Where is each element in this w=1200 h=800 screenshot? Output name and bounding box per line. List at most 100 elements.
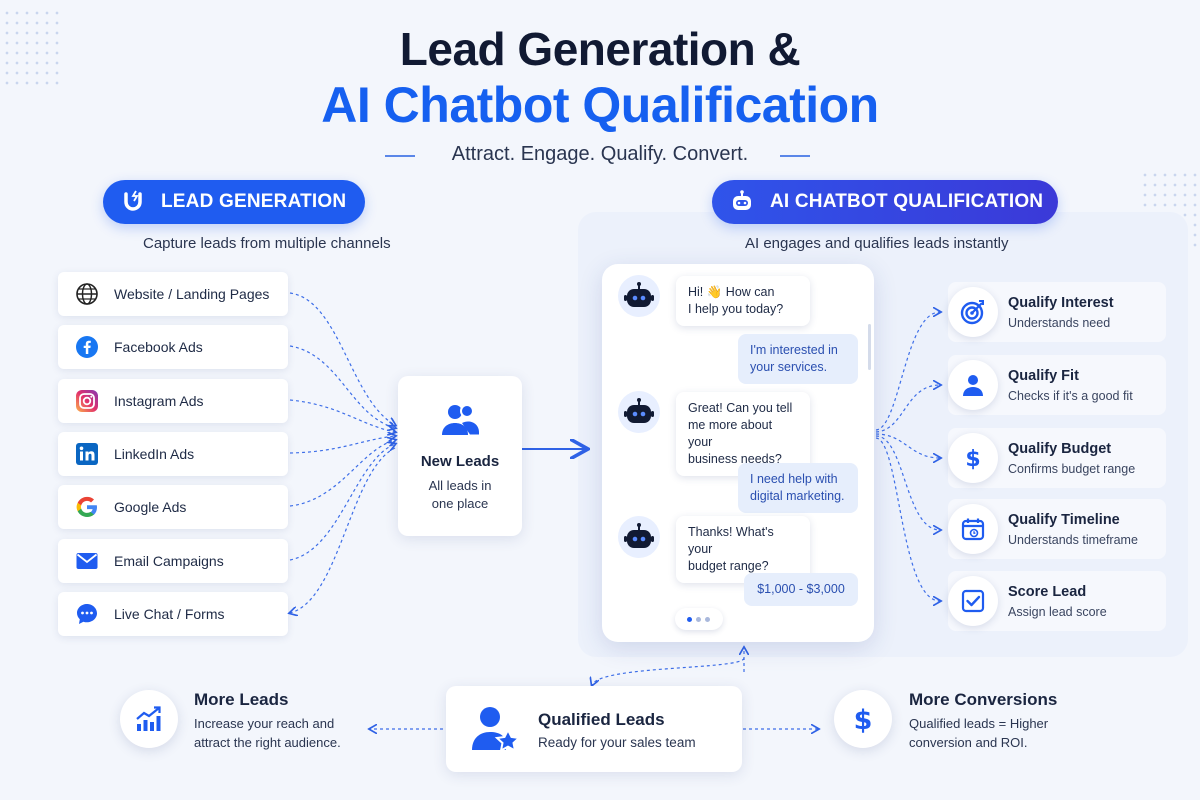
chat-line: I'm interested in bbox=[750, 343, 838, 357]
step-qualify-timeline: Qualify Timeline Understands timeframe bbox=[948, 499, 1166, 559]
more-leads-title: More Leads bbox=[194, 690, 289, 709]
new-leads-desc-line2: one place bbox=[431, 496, 489, 511]
magnet-icon bbox=[124, 190, 142, 211]
chat-line: Hi! 👋 How can bbox=[688, 285, 775, 299]
qualified-leads-title: Qualified Leads bbox=[538, 710, 665, 729]
growth-chart-icon bbox=[136, 706, 161, 731]
channel-label: Website / Landing Pages bbox=[114, 286, 270, 302]
chat-bubble-bot: Hi! 👋 How can I help you today? bbox=[676, 276, 810, 326]
channel-label: Facebook Ads bbox=[114, 339, 203, 355]
qualified-leads-desc: Ready for your sales team bbox=[538, 735, 696, 750]
calendar-icon bbox=[961, 518, 985, 541]
robot-icon bbox=[733, 190, 751, 210]
chat-line: budget range? bbox=[688, 559, 769, 573]
bot-avatar bbox=[618, 391, 660, 433]
tagline: Attract. Engage. Qualify. Convert. bbox=[451, 143, 749, 165]
chat-scrollbar[interactable] bbox=[868, 324, 871, 370]
bot-avatar bbox=[618, 516, 660, 558]
globe-icon bbox=[76, 283, 98, 305]
person-icon bbox=[963, 375, 983, 396]
chat-line: I help you today? bbox=[688, 302, 784, 316]
step-title: Qualify Budget bbox=[1008, 441, 1112, 457]
channel-label: Instagram Ads bbox=[114, 393, 204, 409]
tagline-divider bbox=[780, 155, 810, 157]
ai-chatbot-badge: AI CHATBOT QUALIFICATION bbox=[712, 180, 1058, 224]
new-leads-card: New Leads All leads in one place bbox=[398, 376, 522, 536]
ai-chatbot-badge-label: AI CHATBOT QUALIFICATION bbox=[770, 191, 1044, 212]
instagram-icon bbox=[76, 390, 98, 412]
email-icon bbox=[76, 553, 98, 569]
step-score-lead: Score Lead Assign lead score bbox=[948, 571, 1166, 631]
lead-generation-badge: LEAD GENERATION bbox=[103, 180, 365, 224]
qualified-leads-card: Qualified Leads Ready for your sales tea… bbox=[446, 686, 742, 772]
chat-bubble-bot: Great! Can you tell me more about your b… bbox=[676, 392, 810, 476]
chat-icon bbox=[77, 604, 97, 624]
dollar-icon: $ bbox=[965, 447, 980, 471]
chat-line: business needs? bbox=[688, 452, 782, 466]
channel-label: Google Ads bbox=[114, 499, 187, 515]
typing-indicator bbox=[675, 608, 723, 630]
bot-avatar bbox=[618, 275, 660, 317]
new-leads-desc-line1: All leads in bbox=[428, 478, 492, 493]
page-title: Lead Generation & bbox=[399, 23, 801, 75]
step-desc: Understands need bbox=[1008, 316, 1111, 330]
google-icon bbox=[76, 496, 97, 517]
chat-line: $1,000 - $3,000 bbox=[757, 582, 845, 596]
more-leads-desc-line1: Increase your reach and bbox=[194, 716, 335, 731]
more-conversions-desc-line1: Qualified leads = Higher bbox=[909, 716, 1049, 731]
channel-website[interactable]: Website / Landing Pages bbox=[58, 272, 288, 316]
chat-bubble-user: I need help with digital marketing. bbox=[738, 463, 858, 513]
target-icon bbox=[960, 300, 984, 325]
page-title-highlight: AI Chatbot Qualification bbox=[321, 77, 879, 133]
step-desc: Understands timeframe bbox=[1008, 533, 1138, 547]
more-leads-badge bbox=[120, 690, 178, 748]
dollar-icon: $ bbox=[854, 705, 873, 734]
more-leads-desc-line2: attract the right audience. bbox=[194, 735, 341, 750]
more-conversions-title: More Conversions bbox=[909, 690, 1058, 709]
channel-google[interactable]: Google Ads bbox=[58, 485, 288, 529]
chat-line: your services. bbox=[750, 360, 828, 374]
svg-text:$: $ bbox=[854, 705, 873, 734]
lead-generation-badge-label: LEAD GENERATION bbox=[161, 191, 347, 212]
step-title: Qualify Interest bbox=[1008, 295, 1114, 311]
checkbox-icon bbox=[961, 589, 985, 613]
lead-generation-subtitle: Capture leads from multiple channels bbox=[143, 235, 391, 252]
step-desc: Confirms budget range bbox=[1008, 462, 1136, 476]
channel-label: Live Chat / Forms bbox=[114, 606, 225, 622]
chat-line: me more about your bbox=[688, 418, 773, 449]
more-conversions-badge: $ bbox=[834, 690, 892, 748]
chat-line: Thanks! What's your bbox=[688, 525, 774, 556]
linkedin-icon bbox=[76, 443, 98, 465]
step-title: Qualify Timeline bbox=[1008, 512, 1120, 528]
robot-icon bbox=[624, 398, 654, 423]
ai-qualification-subtitle: AI engages and qualifies leads instantly bbox=[745, 235, 1009, 252]
robot-icon bbox=[624, 282, 654, 307]
chat-line: I need help with bbox=[750, 472, 838, 486]
chat-line: digital marketing. bbox=[750, 489, 845, 503]
robot-icon bbox=[624, 523, 654, 548]
step-desc: Assign lead score bbox=[1008, 605, 1107, 619]
chat-bubble-user: $1,000 - $3,000 bbox=[744, 573, 858, 606]
decorative-dots bbox=[2, 8, 62, 88]
step-desc: Checks if it's a good fit bbox=[1008, 389, 1133, 403]
svg-text:$: $ bbox=[965, 447, 980, 471]
step-title: Score Lead bbox=[1008, 584, 1087, 600]
channel-instagram[interactable]: Instagram Ads bbox=[58, 379, 288, 423]
step-qualify-budget: $ Qualify Budget Confirms budget range bbox=[948, 428, 1166, 488]
channel-label: LinkedIn Ads bbox=[114, 446, 195, 462]
step-qualify-interest: Qualify Interest Understands need bbox=[948, 282, 1166, 342]
qualified-user-icon bbox=[472, 707, 522, 753]
chat-bubble-bot: Thanks! What's your budget range? bbox=[676, 516, 810, 583]
tagline-divider bbox=[385, 155, 415, 157]
channel-live-chat[interactable]: Live Chat / Forms bbox=[58, 592, 288, 636]
new-leads-title: New Leads bbox=[420, 453, 500, 470]
chat-bubble-user: I'm interested in your services. bbox=[738, 334, 858, 384]
channel-facebook[interactable]: Facebook Ads bbox=[58, 325, 288, 369]
channel-email[interactable]: Email Campaigns bbox=[58, 539, 288, 583]
step-title: Qualify Fit bbox=[1008, 368, 1079, 384]
channel-label: Email Campaigns bbox=[114, 553, 224, 569]
chat-line: Great! Can you tell bbox=[688, 401, 793, 415]
more-conversions-desc-line2: conversion and ROI. bbox=[909, 735, 1028, 750]
channel-linkedin[interactable]: LinkedIn Ads bbox=[58, 432, 288, 476]
